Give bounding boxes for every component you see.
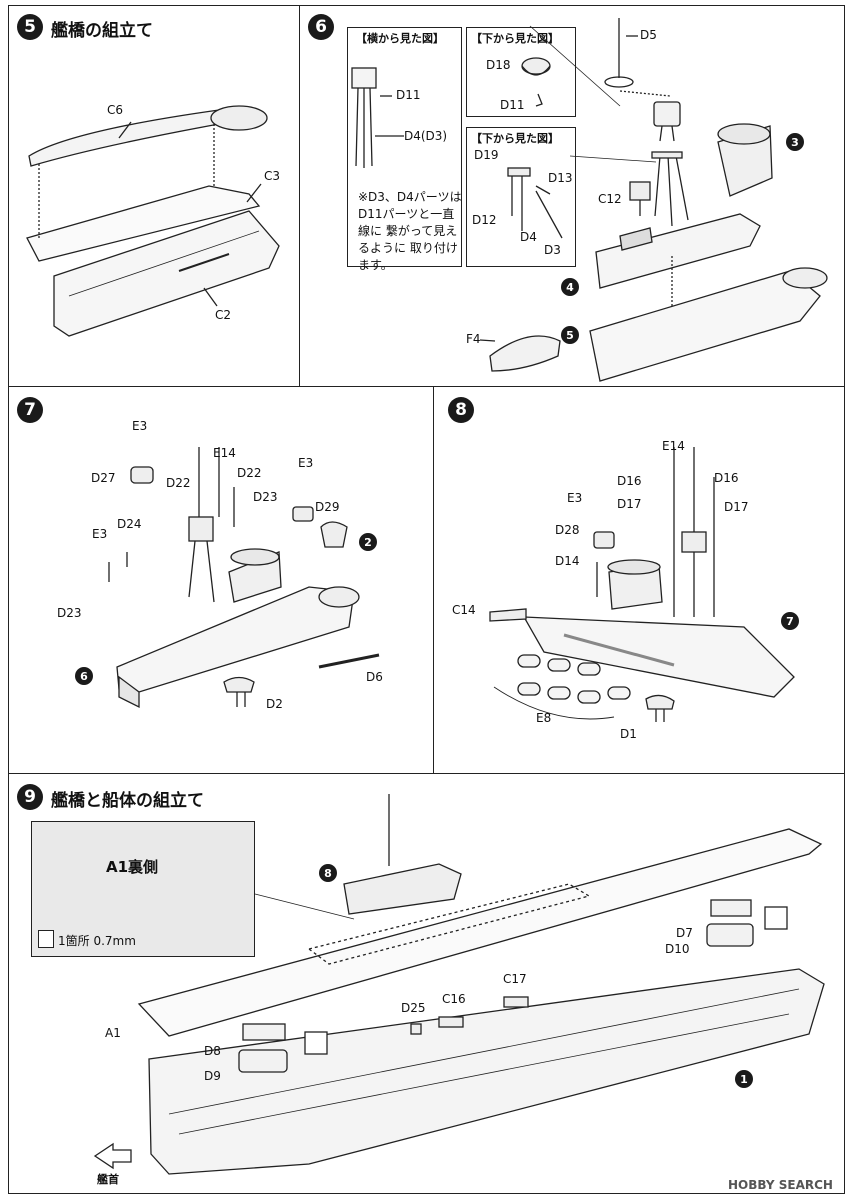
ref-1: 1: [735, 1070, 753, 1088]
label-a1: A1: [105, 1026, 121, 1040]
step9-number: 9: [17, 784, 43, 810]
drill-hole-icon: [38, 930, 54, 948]
label-d8: D8: [204, 1044, 221, 1058]
label-e14: E14: [213, 446, 236, 460]
label-d10: D10: [665, 942, 690, 956]
watermark: HOBBY SEARCH: [728, 1178, 833, 1192]
label-d18: D18: [486, 58, 511, 72]
label-f4: F4: [466, 332, 481, 346]
ref-7: 7: [781, 612, 799, 630]
label-d16-2: D16: [714, 471, 739, 485]
label-d22-1: D22: [166, 476, 191, 490]
step6-note: ※D3、D4パーツは D11パーツと一直線に 繋がって見えるように 取り付けます…: [358, 190, 462, 272]
side-view-title: 【横から見た図】: [356, 32, 444, 45]
step5-number: 5: [17, 14, 43, 40]
label-c16: C16: [442, 992, 466, 1006]
label-d17-2: D17: [724, 500, 749, 514]
ref-3: 3: [786, 133, 804, 151]
step8-panel: 8 E14 D16: [433, 386, 845, 774]
step9-drawing: [93, 794, 825, 1175]
label-d25: D25: [401, 1001, 426, 1015]
label-d22-2: D22: [237, 466, 262, 480]
label-d9: D9: [204, 1069, 221, 1083]
label-d17-1: D17: [617, 497, 642, 511]
label-d3: D3: [544, 243, 561, 257]
bottom-view-box-1: 【下から見た図】: [466, 27, 576, 117]
label-e3-1: E3: [132, 419, 148, 433]
label-d6: D6: [366, 670, 383, 684]
bottom-view-box-2: 【下から見た図】: [466, 127, 576, 267]
drill-note: 1箇所 0.7mm: [58, 934, 136, 948]
label-d1: D1: [620, 727, 637, 741]
label-d16-1: D16: [617, 474, 642, 488]
label-c12: C12: [598, 192, 622, 206]
ref-6: 6: [75, 667, 93, 685]
label-e14: E14: [662, 439, 685, 453]
label-e3-3: E3: [92, 527, 108, 541]
label-d7: D7: [676, 926, 693, 940]
label-c14: C14: [452, 603, 476, 617]
label-d19: D19: [474, 148, 499, 162]
label-c6: C6: [107, 103, 124, 117]
label-d11-bottom: D11: [500, 98, 525, 112]
label-e8: E8: [536, 711, 552, 725]
a1-underside-title: A1裏側: [106, 858, 159, 876]
label-d4: D4: [520, 230, 537, 244]
ref-5: 5: [561, 326, 579, 344]
label-c2: C2: [215, 308, 232, 322]
label-d23-1: D23: [253, 490, 278, 504]
ref-2: 2: [359, 533, 377, 551]
step9-title: 艦橋と船体の組立て: [51, 791, 204, 811]
label-d4-d3: D4(D3): [404, 129, 448, 143]
step7-drawing: [108, 447, 380, 709]
step5-title: 艦橋の組立て: [51, 21, 153, 41]
label-d24: D24: [117, 517, 142, 531]
label-d29: D29: [315, 500, 340, 514]
step8-drawing: [489, 447, 795, 722]
label-d13: D13: [548, 171, 573, 185]
step6-drawing: [351, 18, 828, 382]
label-d5: D5: [640, 28, 657, 42]
step6-panel: 6 【横から見た図】 【下から見た図】 【下から見た図】: [299, 5, 845, 387]
label-d27: D27: [91, 471, 116, 485]
step7-panel: 7 E3 D27 D22 E14 D22 E3 D23 D29 D24 E3 D…: [8, 386, 434, 774]
label-c17: C17: [503, 972, 527, 986]
label-bow: 艦首: [97, 1173, 119, 1186]
label-d11-side: D11: [396, 88, 421, 102]
bottom-view-title-2: 【下から見た図】: [471, 132, 559, 145]
ref-4: 4: [561, 278, 579, 296]
label-d2: D2: [266, 697, 283, 711]
label-d14: D14: [555, 554, 580, 568]
a1-underside-inset: A1裏側 1箇所 0.7mm: [31, 821, 255, 957]
step7-number: 7: [17, 397, 43, 423]
bottom-view-title-1: 【下から見た図】: [471, 32, 559, 45]
label-d23-2: D23: [57, 606, 82, 620]
step5-panel: 5 艦橋の組立て C6 C3 C2: [8, 5, 300, 387]
label-c3: C3: [264, 169, 281, 183]
label-d12: D12: [472, 213, 497, 227]
step6-number: 6: [308, 14, 334, 40]
step9-panel: 9 艦橋と船体の組立て A1裏側 1箇所 0.7mm: [8, 773, 845, 1194]
label-d28: D28: [555, 523, 580, 537]
step8-number: 8: [448, 397, 474, 423]
label-e3: E3: [567, 491, 583, 505]
ref-8: 8: [319, 864, 337, 882]
label-e3-2: E3: [298, 456, 314, 470]
step5-bridge-drawing: [26, 105, 280, 337]
side-view-box: 【横から見た図】: [347, 27, 462, 267]
